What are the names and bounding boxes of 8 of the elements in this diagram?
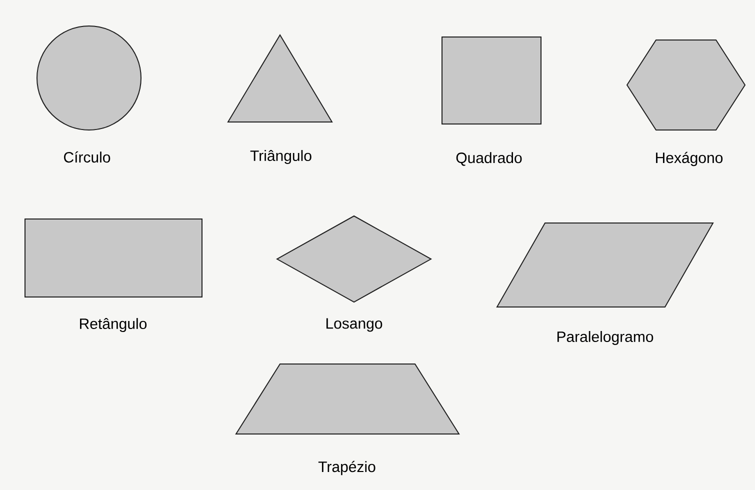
shape-label: Paralelogramo [557, 331, 654, 345]
shape-label: Retângulo [80, 318, 147, 332]
shape-label: Triângulo [250, 150, 312, 164]
shape-label: Trapézio [318, 460, 376, 476]
shape-label: Quadrado [456, 152, 522, 166]
shape-label: Círculo [64, 151, 110, 163]
shape-label: Hexágono [656, 152, 723, 166]
shape-label: Losango [326, 318, 382, 332]
